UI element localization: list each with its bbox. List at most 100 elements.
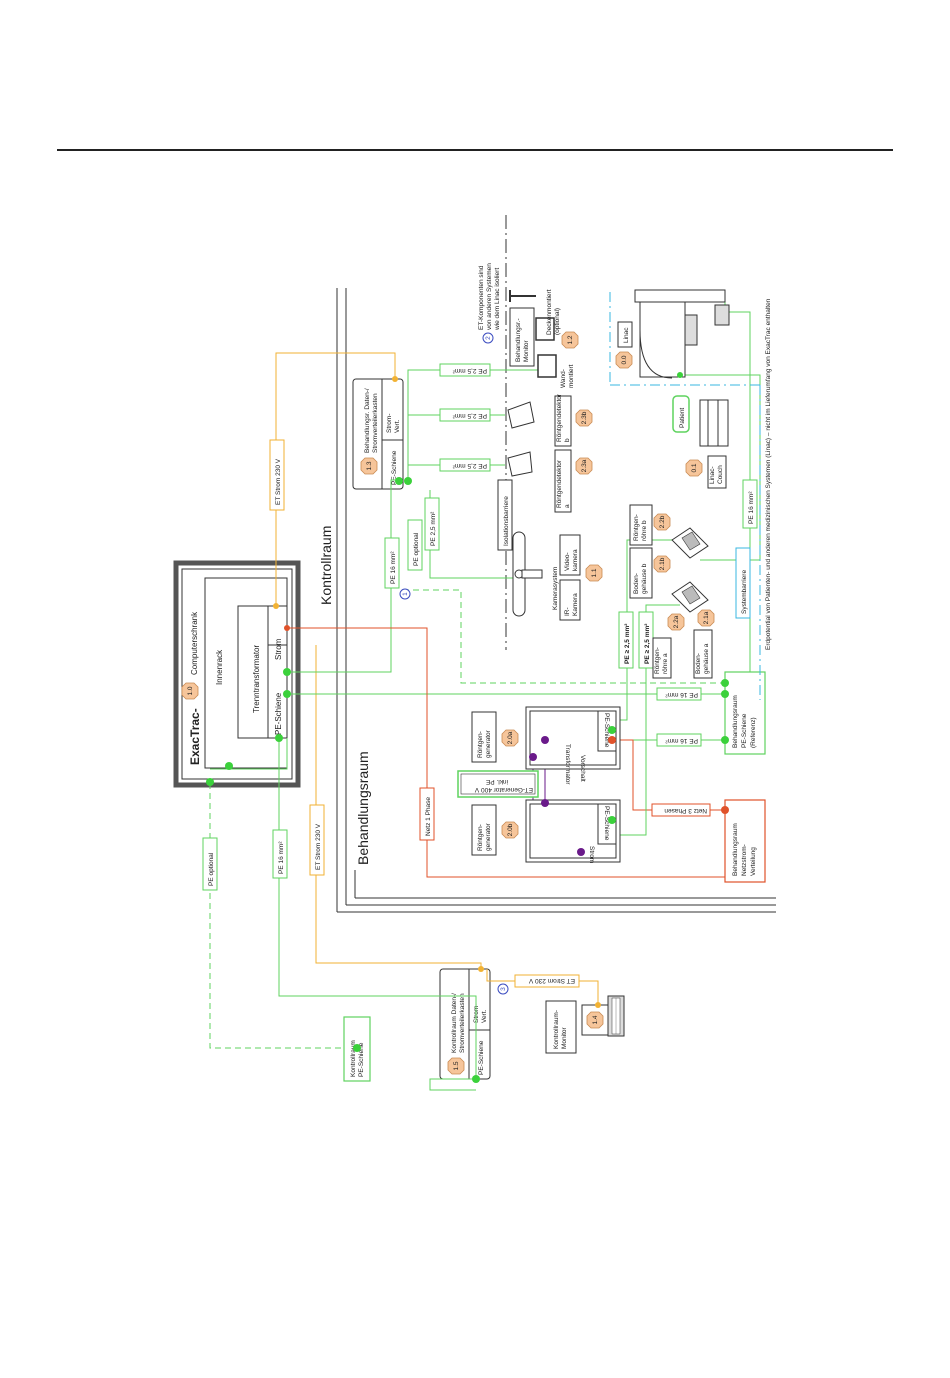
control-monitor: Kontrollraum- Monitor 1.4 xyxy=(545,995,625,1054)
transformer-label: Trenntransformator xyxy=(252,644,261,713)
svg-text:1: 1 xyxy=(402,592,409,596)
cable-label-pe16-gen: PE 16 mm² xyxy=(656,733,702,747)
xray-tube-a: Röntgen- röhre a 2.2a xyxy=(652,613,685,679)
svg-text:Netz 1 Phase: Netz 1 Phase xyxy=(425,797,432,836)
svg-text:Linac: Linac xyxy=(623,327,630,343)
badge-1-1: 1.1 xyxy=(585,564,603,582)
room-walls xyxy=(336,288,776,913)
cabinet-title-rest: Computerschrank xyxy=(190,611,199,675)
monitor-icon-ceiling xyxy=(509,290,555,341)
svg-text:PE-Schiene: PE-Schiene xyxy=(741,713,748,748)
svg-text:2.1a: 2.1a xyxy=(703,611,710,624)
svg-text:1.4: 1.4 xyxy=(592,1015,599,1024)
svg-text:von anderen Systemen: von anderen Systemen xyxy=(486,263,493,330)
svg-text:1.3: 1.3 xyxy=(366,461,373,470)
svg-text:Röntgen-: Röntgen- xyxy=(477,824,484,851)
xray-tube-b: Röntgen- röhre b 2.2b xyxy=(629,504,671,546)
cable-label-netz-1: Netz 1 Phase xyxy=(419,787,435,841)
tube-icon-a xyxy=(671,581,709,613)
svg-text:Behandlungsraum: Behandlungsraum xyxy=(732,823,739,876)
svg-text:generator: generator xyxy=(485,729,492,758)
svg-text:Behandlungsraum: Behandlungsraum xyxy=(732,695,739,748)
svg-text:PE ≥ 2,5 mm²: PE ≥ 2,5 mm² xyxy=(644,623,651,664)
svg-text:PE 2,5 mm²: PE 2,5 mm² xyxy=(452,412,487,419)
svg-text:ET-Generator 400 V: ET-Generator 400 V xyxy=(474,786,533,793)
badge-2-2b: 2.2b xyxy=(653,513,671,531)
badge-1-4: 1.4 xyxy=(586,1011,604,1029)
svg-text:PE-Schiene: PE-Schiene xyxy=(603,713,610,748)
svg-text:Behandlungsr.-: Behandlungsr.- xyxy=(515,318,522,362)
svg-text:1.2: 1.2 xyxy=(567,335,574,344)
badge-1-2: 1.2 xyxy=(561,331,579,349)
badge-2-3b: 2.3b xyxy=(575,409,593,427)
cabinet-strom-label: Strom xyxy=(274,638,283,660)
svg-text:Röntgendetektor: Röntgendetektor xyxy=(556,459,563,508)
svg-text:PE-Schiene: PE-Schiene xyxy=(603,806,610,841)
svg-text:PE ≥ 2,5 mm²: PE ≥ 2,5 mm² xyxy=(624,623,631,664)
svg-text:Röntgendetektor: Röntgendetektor xyxy=(556,393,563,442)
label-control-room: Kontrollraum xyxy=(318,526,334,605)
cable-label-netz-3: Netz 3 Phasen xyxy=(651,803,711,817)
cable-label-pe25-camera: PE 2,5 mm² xyxy=(424,497,440,551)
badge-1-5: 1.5 xyxy=(447,1057,465,1075)
cable-label-et-strom-lower: ET Strom 230 V xyxy=(309,804,325,876)
svg-text:b: b xyxy=(564,438,571,442)
svg-text:Kontrollraum: Kontrollraum xyxy=(350,1040,357,1077)
svg-text:PE optional: PE optional xyxy=(208,852,215,886)
linac-machine: Linac 0.0 xyxy=(609,289,761,700)
svg-text:Stromverteilerkasten: Stromverteilerkasten xyxy=(372,393,379,453)
xray-generator-a: Röntgen- generator 2.0a xyxy=(471,711,519,763)
treatment-distribution-box: 1.3 Behandlungsr. Daten-/ Stromverteiler… xyxy=(352,378,404,490)
svg-text:2.0b: 2.0b xyxy=(507,823,514,836)
svg-text:montiert: montiert xyxy=(568,364,575,388)
svg-text:Isolationsbarriere: Isolationsbarriere xyxy=(503,496,510,546)
cable-label-pe25-monitor: PE 2,5 mm² xyxy=(439,363,491,377)
cable-label-pe-ge-b: PE ≥ 2,5 mm² xyxy=(638,611,654,669)
svg-text:generator: generator xyxy=(485,822,492,851)
svg-text:PE 2,5 mm²: PE 2,5 mm² xyxy=(430,511,437,546)
svg-text:Vert.: Vert. xyxy=(394,419,401,433)
svg-text:0.0: 0.0 xyxy=(621,355,628,364)
cabinet-title-bold: ExacTrac- xyxy=(188,708,202,765)
cabinet-pe-rail-label: PE-Schiene xyxy=(274,692,283,735)
svg-text:PE-Schiene: PE-Schiene xyxy=(478,1040,485,1075)
camera-icon xyxy=(521,569,543,579)
callout-3: 3 xyxy=(497,983,509,995)
svg-text:2.2b: 2.2b xyxy=(659,515,666,528)
svg-text:Strom: Strom xyxy=(588,846,595,863)
badge-0-0: 0.0 xyxy=(615,351,633,369)
treatment-monitor: Behandlungsr.- Monitor Deckenmontiert (o… xyxy=(509,289,579,388)
svg-text:Stromverteilerkasten: Stromverteilerkasten xyxy=(459,993,466,1053)
svg-text:a: a xyxy=(564,504,571,508)
xray-generator-b: Röntgen- generator 2.0b xyxy=(471,804,519,856)
camera-system: Kamerasystem IR- Kamera Video- kamera 1.… xyxy=(512,531,603,621)
svg-text:PE 2,5 mm²: PE 2,5 mm² xyxy=(452,367,487,374)
monitor-icon-wall xyxy=(537,354,557,378)
svg-text:Wand-: Wand- xyxy=(560,369,567,388)
svg-text:Boden-: Boden- xyxy=(633,573,640,594)
svg-text:PE 16 mm²: PE 16 mm² xyxy=(665,737,698,744)
label-treatment-room: Behandlungsraum xyxy=(355,751,371,865)
svg-text:Verteilung: Verteilung xyxy=(750,847,757,876)
isolation-barrier: Isolationsbarriere xyxy=(497,479,513,551)
svg-text:1.0: 1.0 xyxy=(187,686,194,695)
svg-text:gehäuse b: gehäuse b xyxy=(641,563,648,594)
svg-text:PE optional: PE optional xyxy=(413,532,420,566)
svg-text:2: 2 xyxy=(485,336,492,340)
svg-text:Behandlungsr. Daten-/: Behandlungsr. Daten-/ xyxy=(364,388,371,453)
svg-text:PE-Schiene: PE-Schiene xyxy=(391,450,398,485)
svg-text:PE 2,5 mm²: PE 2,5 mm² xyxy=(452,462,487,469)
svg-text:ET Strom 230 V: ET Strom 230 V xyxy=(275,458,282,505)
floor-housing-a: Boden- gehäuse a 2.1a xyxy=(693,609,715,679)
keyboard-icon xyxy=(611,997,621,1035)
cable-label-pe16-treat: PE 16 mm² xyxy=(384,537,400,589)
svg-text:Kontrollraum-: Kontrollraum- xyxy=(553,1010,560,1049)
badge-2-2a: 2.2a xyxy=(667,613,685,631)
svg-text:ET Strom 230 V: ET Strom 230 V xyxy=(528,977,575,984)
svg-text:PE 16 mm²: PE 16 mm² xyxy=(278,841,285,874)
cable-label-et-strom-upper: ET Strom 230 V xyxy=(269,439,285,511)
et-isolation-note: ET-Komponenten sind von anderen Systemen… xyxy=(478,263,501,344)
control-pe-box: Kontrollraum PE-Schiene xyxy=(343,1016,371,1082)
svg-text:Strom-: Strom- xyxy=(386,414,393,434)
